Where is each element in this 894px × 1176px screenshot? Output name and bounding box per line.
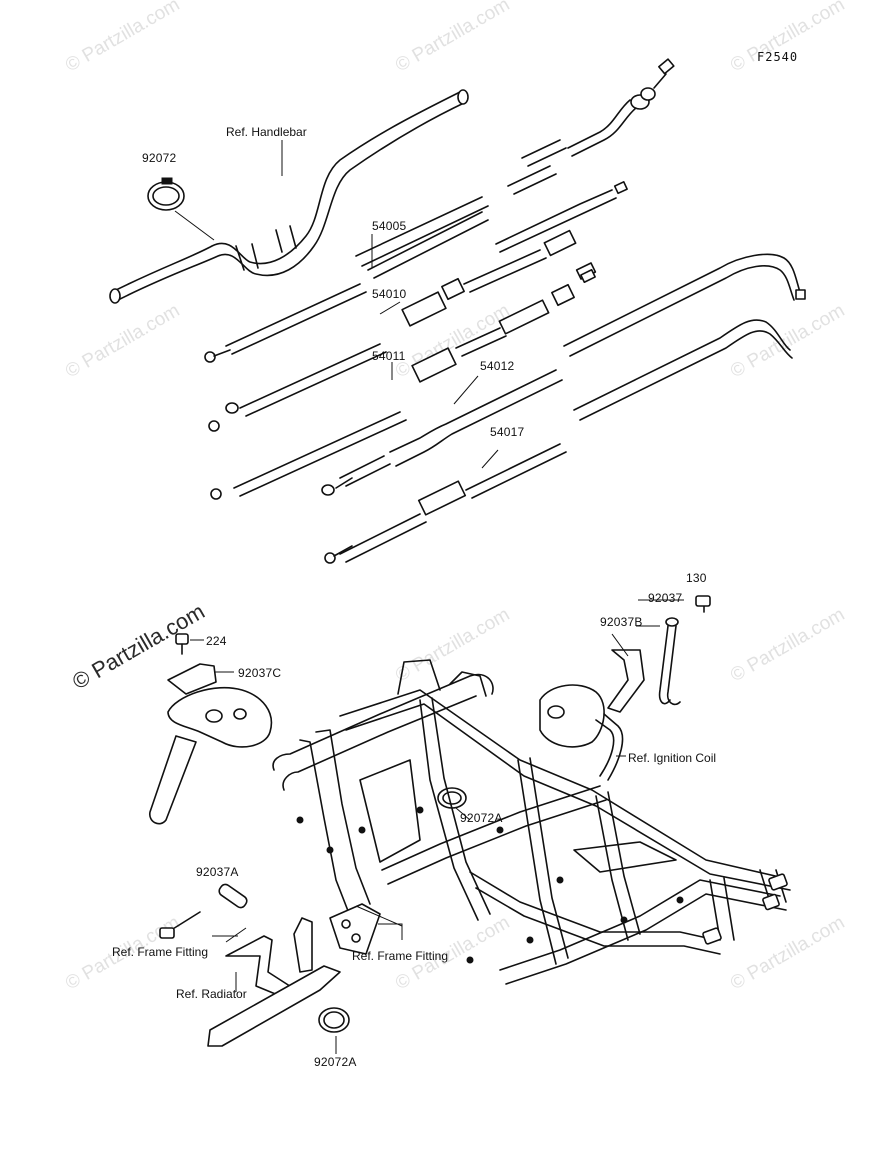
label-ref-handlebar: Ref. Handlebar bbox=[226, 125, 307, 139]
lower-brackets bbox=[159, 883, 403, 1054]
label-92037B: 92037B bbox=[600, 615, 643, 629]
label-224: 224 bbox=[206, 634, 227, 648]
watermark: © Partzilla.com bbox=[727, 912, 848, 994]
label-54017: 54017 bbox=[490, 425, 524, 439]
label-92037A: 92037A bbox=[196, 865, 239, 879]
watermark: © Partzilla.com bbox=[727, 300, 848, 382]
label-92037: 92037 bbox=[648, 591, 682, 605]
cable-upper bbox=[355, 58, 675, 267]
watermark: © Partzilla.com bbox=[62, 0, 183, 76]
watermark: © Partzilla.com bbox=[392, 0, 513, 76]
label-ref-frame-fitting-left: Ref. Frame Fitting bbox=[112, 945, 208, 959]
watermark: © Partzilla.com bbox=[727, 0, 848, 76]
label-54005: 54005 bbox=[372, 219, 406, 233]
label-92037C: 92037C bbox=[238, 666, 281, 680]
ignition-coil-assembly bbox=[539, 595, 711, 781]
label-ref-ignition-coil: Ref. Ignition Coil bbox=[628, 751, 716, 765]
cable-54017 bbox=[324, 319, 793, 564]
label-92072A-mid: 92072A bbox=[460, 811, 503, 825]
cable-54010 bbox=[208, 229, 597, 432]
watermark: © Partzilla.com bbox=[62, 300, 183, 382]
callout-labels: Ref. Handlebar 92072 54005 54010 54011 5… bbox=[112, 125, 716, 1069]
label-ref-radiator: Ref. Radiator bbox=[176, 987, 247, 1001]
label-130: 130 bbox=[686, 571, 707, 585]
label-54012: 54012 bbox=[480, 359, 514, 373]
clamp-92072 bbox=[147, 177, 215, 241]
label-92072: 92072 bbox=[142, 151, 176, 165]
handlebar bbox=[109, 89, 469, 304]
clamp-92072A-mid bbox=[437, 787, 471, 821]
watermark: © Partzilla.com bbox=[727, 604, 848, 686]
label-54010: 54010 bbox=[372, 287, 406, 301]
main-frame bbox=[272, 659, 791, 985]
watermark: © Partzilla.com bbox=[392, 604, 513, 686]
diagram-code: F2540 bbox=[757, 50, 798, 64]
label-54011: 54011 bbox=[372, 349, 406, 363]
label-ref-frame-fitting-right: Ref. Frame Fitting bbox=[352, 949, 448, 963]
cable-54011 bbox=[210, 268, 596, 500]
cable-54012 bbox=[321, 253, 806, 496]
cable-54005 bbox=[204, 181, 628, 363]
label-92072A-bottom: 92072A bbox=[314, 1055, 357, 1069]
grip-bracket bbox=[149, 633, 273, 825]
